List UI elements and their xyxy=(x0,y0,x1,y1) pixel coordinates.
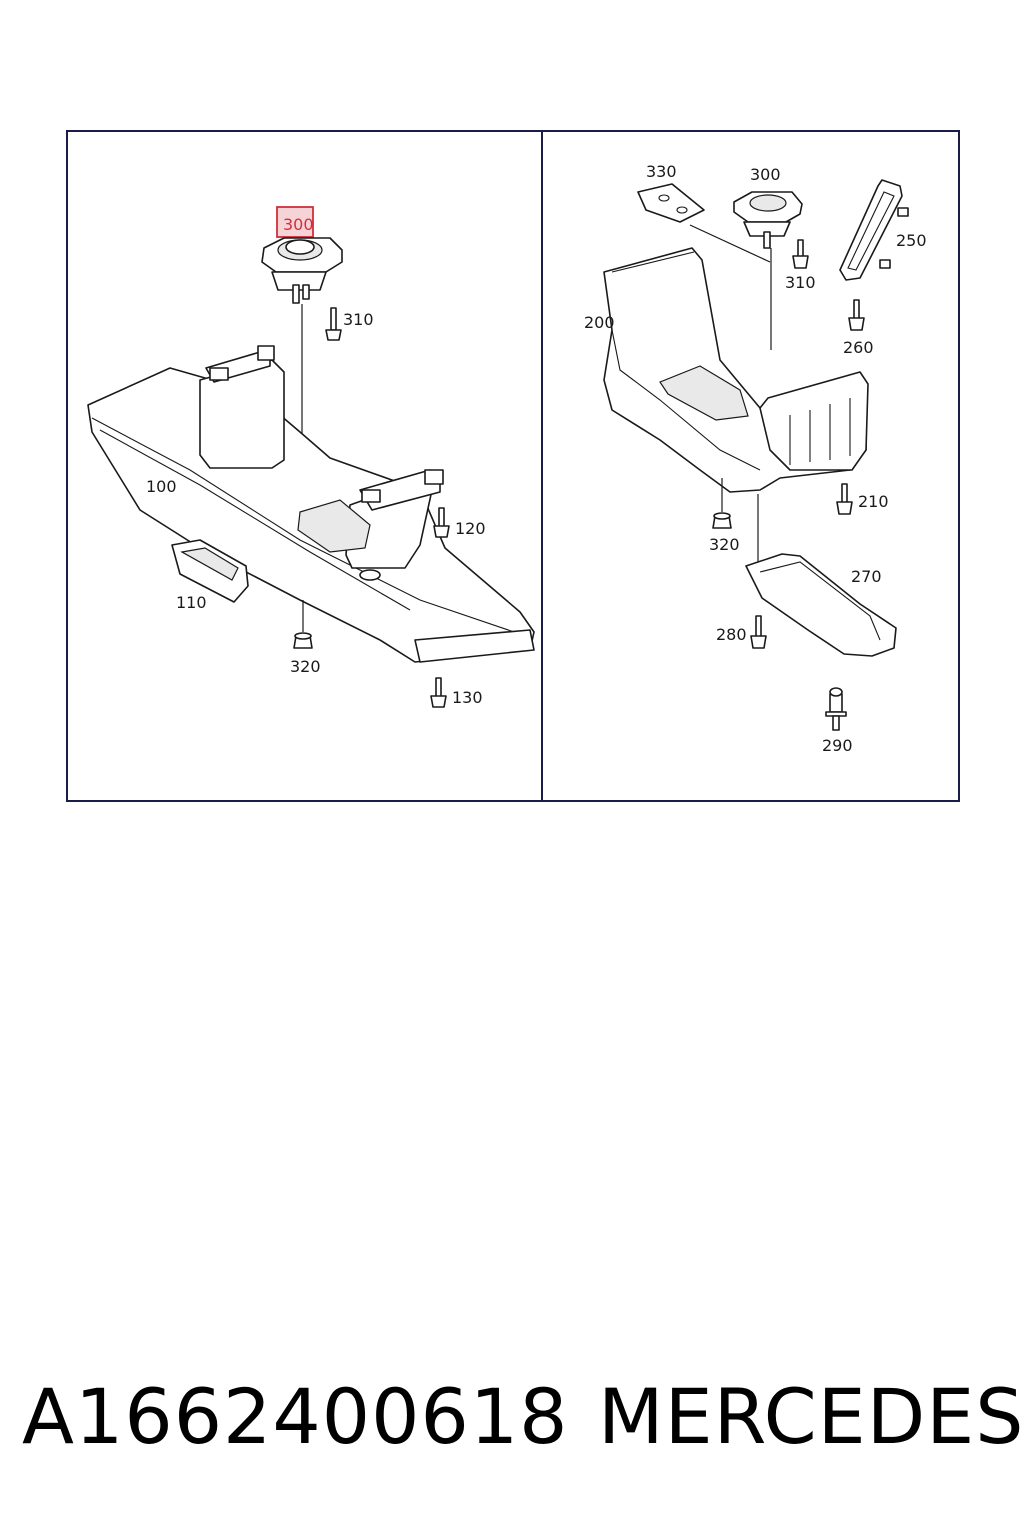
nut-320-left xyxy=(293,632,313,649)
bolt-210 xyxy=(836,483,853,515)
bolt-310-left xyxy=(325,307,342,341)
engine-mount-left xyxy=(261,237,343,304)
diagram-frame xyxy=(66,130,960,802)
bracket-250 xyxy=(839,179,909,281)
callout-100[interactable]: 100 xyxy=(146,477,177,496)
cover-110 xyxy=(171,539,249,603)
bolt-130 xyxy=(430,677,447,708)
bolt-260 xyxy=(848,299,865,331)
callout-250[interactable]: 250 xyxy=(896,231,927,250)
highlight-box[interactable] xyxy=(276,206,314,238)
callout-120[interactable]: 120 xyxy=(455,519,486,538)
callout-260[interactable]: 260 xyxy=(843,338,874,357)
brand-caption: MERCEDES xyxy=(598,1372,1024,1461)
callout-270[interactable]: 270 xyxy=(851,567,882,586)
callout-300-right[interactable]: 300 xyxy=(750,165,781,184)
cover-plate-270 xyxy=(745,553,897,657)
callout-320-left[interactable]: 320 xyxy=(290,657,321,676)
bolt-120 xyxy=(433,507,450,538)
bolt-310-right xyxy=(792,239,809,269)
callout-310-right[interactable]: 310 xyxy=(785,273,816,292)
nut-320-right xyxy=(712,512,732,529)
part-number-caption: A1662400618 xyxy=(22,1372,569,1461)
callout-300-left[interactable]: 300 xyxy=(283,215,314,234)
callout-130[interactable]: 130 xyxy=(452,688,483,707)
clip-290 xyxy=(825,687,847,731)
callout-210[interactable]: 210 xyxy=(858,492,889,511)
callout-280[interactable]: 280 xyxy=(716,625,747,644)
left-panel: 300 310 xyxy=(87,206,535,708)
callout-110[interactable]: 110 xyxy=(176,593,207,612)
callout-330[interactable]: 330 xyxy=(646,162,677,181)
parts-diagram: 300 310 xyxy=(66,130,960,802)
callout-200[interactable]: 200 xyxy=(584,313,615,332)
support-arm-200 xyxy=(603,247,869,493)
callout-320-right[interactable]: 320 xyxy=(709,535,740,554)
callout-310-left[interactable]: 310 xyxy=(343,310,374,329)
crossmember-100 xyxy=(87,345,535,663)
plate-330 xyxy=(637,183,705,223)
callout-290[interactable]: 290 xyxy=(822,736,853,755)
right-panel: 330 300 250 310 xyxy=(584,162,927,755)
bolt-280 xyxy=(750,615,767,649)
engine-mount-right xyxy=(733,191,803,249)
